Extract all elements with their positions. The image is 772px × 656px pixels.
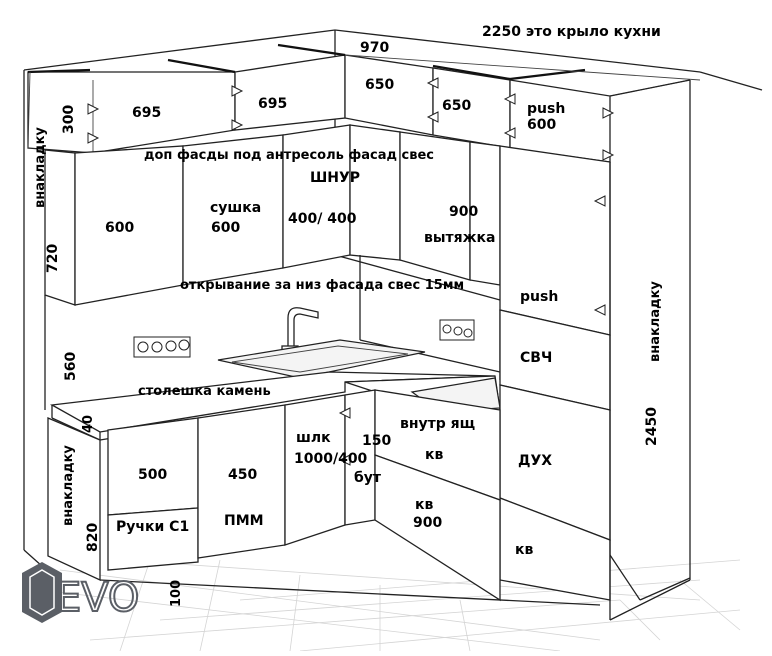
evo-logo: EVO <box>22 562 140 623</box>
upper-4-label: вытяжка <box>424 230 496 246</box>
base-kv-upper: кв <box>425 447 444 463</box>
countertop-note: столешка камень <box>138 384 271 399</box>
overlay-note-base: внакладку <box>61 445 76 526</box>
counter-thickness: 40 <box>81 415 96 433</box>
mezz-5-open: push <box>527 101 565 117</box>
base-kv-lower: кв <box>415 497 434 513</box>
mezz-2-width: 695 <box>258 96 287 112</box>
mezz-5-width: 600 <box>527 117 556 133</box>
hinge-arrows <box>87 77 615 466</box>
base-drawer-500: 500 <box>138 467 167 483</box>
base-dishwasher-width: 450 <box>228 467 257 483</box>
base-handles: Ручки С1 <box>116 519 189 535</box>
base-dishwasher: ПММ <box>224 513 264 529</box>
base-kv-width: 900 <box>413 515 442 531</box>
tall-column <box>499 79 691 621</box>
mezz-1-width: 695 <box>132 105 161 121</box>
upper-2-width: 600 <box>211 220 240 236</box>
backsplash-height: 560 <box>63 352 79 381</box>
cord-note: ШНУР <box>310 170 360 186</box>
tall-height: 2450 <box>644 407 660 446</box>
socket-block-left <box>133 336 191 358</box>
floor-grid <box>39 559 741 652</box>
tall-push: push <box>520 289 558 305</box>
logo-text: EVO <box>56 575 139 621</box>
upper-height: 720 <box>45 244 61 273</box>
overlay-note-left: внакладку <box>33 127 48 208</box>
tall-oven: ДУХ <box>518 453 552 469</box>
wing-note: 2250 это крыло кухни <box>482 24 661 40</box>
base-corner-width: 150 <box>362 433 391 449</box>
tall-bottom: кв <box>515 542 534 558</box>
mezzanine-row <box>27 43 701 163</box>
base-cabinet-label: шлк <box>296 430 331 446</box>
upper-1-width: 600 <box>105 220 134 236</box>
plinth-height: 100 <box>169 580 184 607</box>
mezz-height: 300 <box>61 105 77 134</box>
upper-4-width: 900 <box>449 204 478 220</box>
base-corner-label: бут <box>354 470 382 486</box>
mezz-4-width: 650 <box>442 98 471 114</box>
upper-2-label: сушка <box>210 200 261 216</box>
mezz-3-width: 650 <box>365 77 394 93</box>
open-bottom-note: открывание за низ фасада свес 15мм <box>180 278 464 293</box>
base-cabinet-size: 1000/400 <box>294 451 368 467</box>
base-cabinets <box>47 389 601 606</box>
socket-block-right <box>439 319 475 341</box>
base-height: 820 <box>85 523 101 552</box>
upper-3-width: 400/ 400 <box>288 211 357 227</box>
mezz-overlay-note: доп фасды под антресоль фасад свес <box>144 148 434 163</box>
overlay-note-right: внакладку <box>648 281 663 362</box>
top-width: 970 <box>360 40 389 56</box>
sink <box>217 339 426 379</box>
tall-microwave: СВЧ <box>520 350 552 366</box>
base-inner-drawer: внутр ящ <box>400 416 475 432</box>
